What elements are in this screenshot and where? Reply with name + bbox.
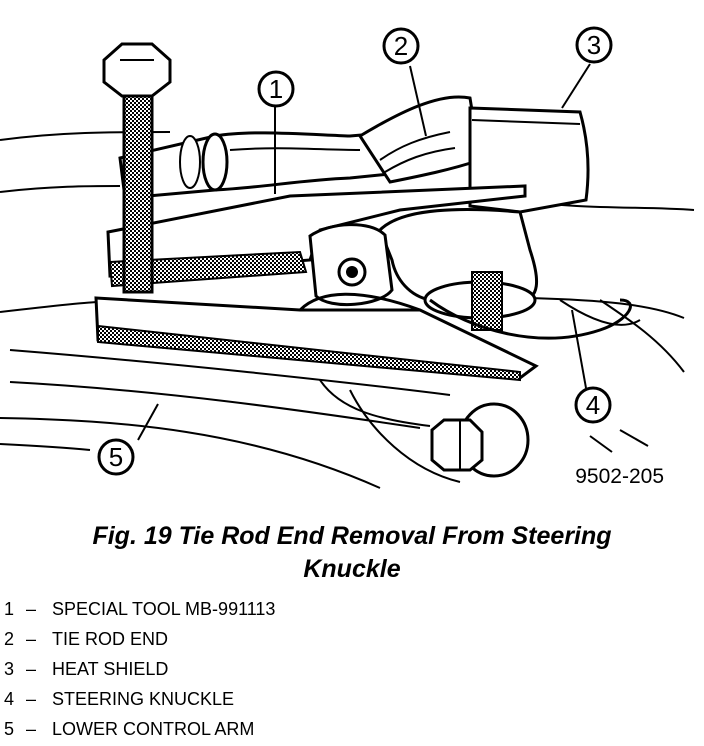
figure-caption: Fig. 19 Tie Rod End Removal From Steerin… bbox=[0, 520, 704, 586]
figure-code: 9502-205 bbox=[575, 465, 664, 488]
steering-knuckle bbox=[378, 207, 685, 373]
legend-separator: – bbox=[26, 599, 37, 619]
caption-line-1: Fig. 19 Tie Rod End Removal From Steerin… bbox=[92, 522, 612, 550]
callout-5: 5 bbox=[97, 438, 135, 476]
tie-rod-removal-illustration: 1 2 3 4 5 9502-205 bbox=[0, 26, 695, 489]
legend-label: LOWER CONTROL ARM bbox=[52, 719, 255, 739]
legend-number: 1 bbox=[4, 599, 15, 619]
caption-line-2: Knuckle bbox=[303, 555, 401, 583]
svg-text:4: 4 bbox=[586, 390, 600, 420]
callout-3: 3 bbox=[575, 26, 613, 64]
control-arm-bolt bbox=[319, 379, 530, 483]
svg-text:3: 3 bbox=[587, 30, 601, 60]
body-frame-lines bbox=[0, 131, 695, 489]
parts-legend: 1–SPECIAL TOOL MB-991113 2–TIE ROD END 3… bbox=[4, 594, 694, 744]
legend-number: 4 bbox=[4, 689, 15, 709]
legend-separator: – bbox=[26, 629, 37, 649]
special-tool bbox=[94, 184, 539, 382]
leader-lines bbox=[137, 63, 649, 453]
legend-label: SPECIAL TOOL MB-991113 bbox=[52, 599, 276, 619]
legend-label: HEAT SHIELD bbox=[52, 659, 169, 679]
legend-number: 3 bbox=[4, 659, 15, 679]
svg-text:1: 1 bbox=[269, 74, 283, 104]
legend-separator: – bbox=[26, 689, 37, 709]
legend-item: 5–LOWER CONTROL ARM bbox=[4, 714, 694, 744]
legend-separator: – bbox=[26, 719, 37, 739]
svg-text:2: 2 bbox=[394, 31, 408, 61]
legend-label: STEERING KNUCKLE bbox=[52, 689, 235, 709]
legend-label: TIE ROD END bbox=[52, 629, 169, 649]
legend-item: 3–HEAT SHIELD bbox=[4, 654, 694, 684]
callout-2: 2 bbox=[382, 27, 420, 65]
legend-number: 5 bbox=[4, 719, 15, 739]
callout-4: 4 bbox=[574, 386, 612, 424]
legend-item: 2–TIE ROD END bbox=[4, 624, 694, 654]
legend-number: 2 bbox=[4, 629, 15, 649]
forcing-screw bbox=[102, 42, 172, 294]
legend-item: 1–SPECIAL TOOL MB-991113 bbox=[4, 594, 694, 624]
tie-rod-end bbox=[357, 95, 482, 184]
legend-separator: – bbox=[26, 659, 37, 679]
svg-text:5: 5 bbox=[109, 442, 123, 472]
callout-1: 1 bbox=[257, 70, 295, 108]
legend-item: 4–STEERING KNUCKLE bbox=[4, 684, 694, 714]
